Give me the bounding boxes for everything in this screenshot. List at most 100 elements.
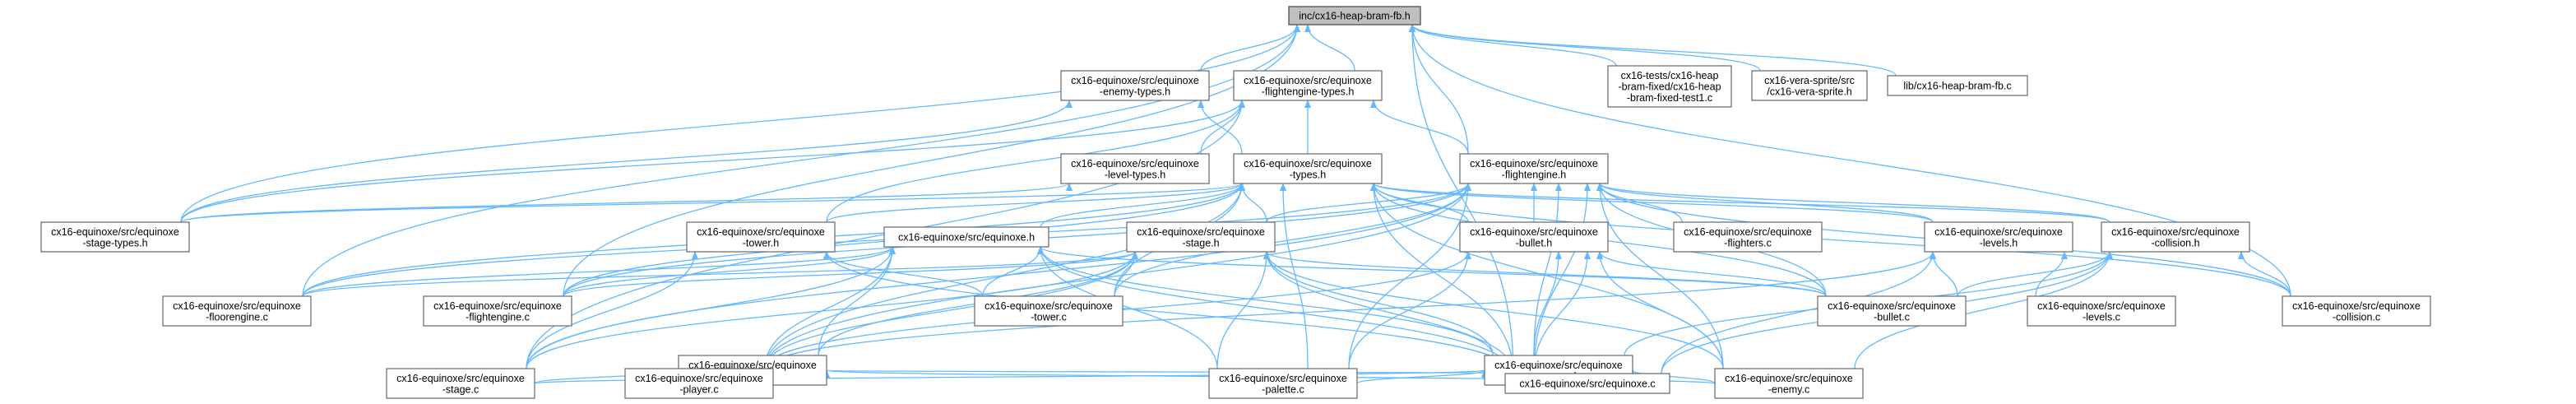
node-label-line: /cx16-vera-sprite.h [1767,86,1852,97]
edge-player-c-to-flightengine-h [764,183,1471,369]
node-levels-h[interactable]: cx16-equinoxe/src/equinoxe-levels.h [1924,221,2073,253]
edge-stage-types-to-enemy-types [180,100,1073,223]
node-heap-test[interactable]: cx16-tests/cx16-heap-bram-fixed/cx16-hea… [1607,65,1732,108]
node-box [40,221,190,253]
node-label-line: cx16-equinoxe/src/equinoxe [1071,75,1199,86]
node-enemy-types[interactable]: cx16-equinoxe/src/equinoxe-enemy-types.h [1060,70,1210,101]
node-box [2027,295,2176,327]
node-collision-h[interactable]: cx16-equinoxe/src/equinoxe-collision.h [2101,221,2250,253]
node-collision-c[interactable]: cx16-equinoxe/src/equinoxe-collision.c [2282,295,2431,327]
node-stage-c[interactable]: cx16-equinoxe/src/equinoxe-stage.c [386,368,535,399]
node-flightengine-h[interactable]: cx16-equinoxe/src/equinoxe-flightengine.… [1459,153,1609,184]
edge-tower-c-to-tower-h [823,251,984,297]
node-label-line: cx16-equinoxe/src/equinoxe [2111,226,2240,238]
edge-equinoxe-c-to-levels-h [1661,251,1936,374]
node-box [1126,221,1276,253]
edge-flightengine-h-to-flightengine-types [1370,100,1469,155]
node-tower-h[interactable]: cx16-equinoxe/src/equinoxe-tower.h [686,221,836,253]
node-label-line: cx16-equinoxe/src/equinoxe [1071,158,1199,169]
node-label-line: cx16-equinoxe/src/equinoxe [1219,373,1347,384]
node-label-line: -bullet.h [1516,237,1553,248]
edge-lib-c-to-root [1409,24,1897,77]
node-enemy-c[interactable]: cx16-equinoxe/src/equinoxe-enemy.c [1714,368,1864,399]
edge-bullet-c-to-collision-h [1957,251,2113,297]
node-floorengine-c[interactable]: cx16-equinoxe/src/equinoxe-floorengine.c [162,295,312,327]
edge-vera-sprite-to-root [1409,24,1761,72]
node-label-line: -stage.c [442,383,479,395]
node-label-line: -enemy-types.h [1100,86,1170,97]
edge-palette-c-to-types [1280,183,1309,369]
node-level-types[interactable]: cx16-equinoxe/src/equinoxe-level-types.h [1060,153,1210,184]
edge-collision-h-to-types [1370,183,2110,223]
node-box [386,368,535,399]
node-box [1060,153,1210,184]
node-flightengine-c[interactable]: cx16-equinoxe/src/equinoxe-flightengine.… [423,295,572,327]
node-label-line: -tower.c [1031,311,1067,323]
node-label-line: cx16-equinoxe/src/equinoxe [688,360,817,371]
node-label-line: -bram-fixed/cx16-heap [1618,81,1721,93]
edge-equinoxe-c-to-flightengine-h [1533,183,1591,374]
node-box [2101,221,2250,253]
edge-collision-c-to-collision-h [2238,251,2291,297]
node-tower-c[interactable]: cx16-equinoxe/src/equinoxe-tower.c [974,295,1124,327]
edge-equinoxe-c-to-tower-h [823,251,1514,374]
node-box [1459,153,1609,184]
edge-equinoxe-h-to-types [1040,183,1245,228]
node-label-line: cx16-equinoxe/src/equinoxe [1828,300,1956,312]
node-label-line: -palette.c [1262,383,1304,395]
node-label-line: cx16-equinoxe/src/equinoxe [2292,300,2421,312]
node-box [1060,70,1210,101]
node-flighters-c[interactable]: cx16-equinoxe/src/equinoxe-flighters.c [1673,221,1823,253]
node-root[interactable]: inc/cx16-heap-bram-fb.h [1288,6,1421,26]
node-label-line: -flighters.c [1724,237,1772,248]
node-label-line: -floorengine.c [206,311,268,323]
node-label-line: cx16-equinoxe/src/equinoxe [396,373,525,384]
edge-stage-types-to-types [180,183,1245,223]
edge-flightengine-c-to-equinoxe-h [563,246,896,297]
edge-equinoxe-c-to-types [1370,183,1514,374]
node-types[interactable]: cx16-equinoxe/src/equinoxe-types.h [1233,153,1383,184]
node-label-line: -stage.h [1182,237,1219,248]
node-box [624,368,774,399]
node-box [1288,6,1421,26]
node-levels-c[interactable]: cx16-equinoxe/src/equinoxe-levels.c [2027,295,2176,327]
edge-equinoxe-c-to-root [1409,24,1514,374]
node-lib-c[interactable]: lib/cx16-heap-bram-fb.c [1887,75,2028,96]
node-bullet-h[interactable]: cx16-equinoxe/src/equinoxe-bullet.h [1459,221,1609,253]
node-box [162,295,312,327]
edge-enemy-h-to-equinoxe-h [1037,246,1494,356]
node-label-line: inc/cx16-heap-bram-fb.h [1299,11,1411,22]
edge-flightengine-types-to-root [1304,24,1355,72]
node-label-line: cx16-equinoxe/src/equinoxe [2037,300,2166,312]
node-label-line: cx16-equinoxe/src/equinoxe [1137,226,1265,238]
node-label-line: -bram-fixed-test1.c [1627,92,1712,104]
node-player-c[interactable]: cx16-equinoxe/src/equinoxe-player.c [624,368,774,399]
edge-enemy-c-to-flightengine-h [1596,183,1724,369]
node-stage-h[interactable]: cx16-equinoxe/src/equinoxe-stage.h [1126,221,1276,253]
node-stage-types[interactable]: cx16-equinoxe/src/equinoxe-stage-types.h [40,221,190,253]
node-box [1714,368,1864,399]
edge-enemy-h-to-stage-h [1263,251,1494,356]
node-label-line: -flightengine.h [1502,169,1567,180]
node-box [686,221,836,253]
node-box [1887,75,2028,96]
node-box [1751,70,1868,101]
node-palette-c[interactable]: cx16-equinoxe/src/equinoxe-palette.c [1208,368,1358,399]
node-equinoxe-h[interactable]: cx16-equinoxe/src/equinoxe.h [883,226,1049,248]
node-vera-sprite[interactable]: cx16-vera-sprite/src/cx16-vera-sprite.h [1751,70,1868,101]
edge-level-types-to-flightengine-types [1200,100,1245,155]
edge-floorengine-c-to-equinoxe-h [302,246,896,297]
node-label-line: cx16-equinoxe/src/equinoxe [1470,226,1598,238]
edge-enemy-c-to-bullet-h [1596,251,1724,369]
edge-bullet-c-to-levels-h [1930,251,1958,297]
edge-palette-c-to-equinoxe-h [1037,246,1218,369]
edge-levels-h-to-flightengine-h [1596,183,1934,223]
node-flightengine-types[interactable]: cx16-equinoxe/src/equinoxe-flightengine-… [1233,70,1383,101]
edge-palette-c-to-bullet-h [1348,251,1471,369]
edge-palette-c-to-stage-h [1216,251,1270,369]
node-bullet-c[interactable]: cx16-equinoxe/src/equinoxe-bullet.c [1817,295,1967,327]
node-box [1817,295,1967,327]
edge-enemy-c-to-enemy-h [1629,369,1716,384]
node-equinoxe-c[interactable]: cx16-equinoxe/src/equinoxe.c [1504,373,1670,394]
edge-palette-c-to-enemy-h [1356,369,1488,384]
